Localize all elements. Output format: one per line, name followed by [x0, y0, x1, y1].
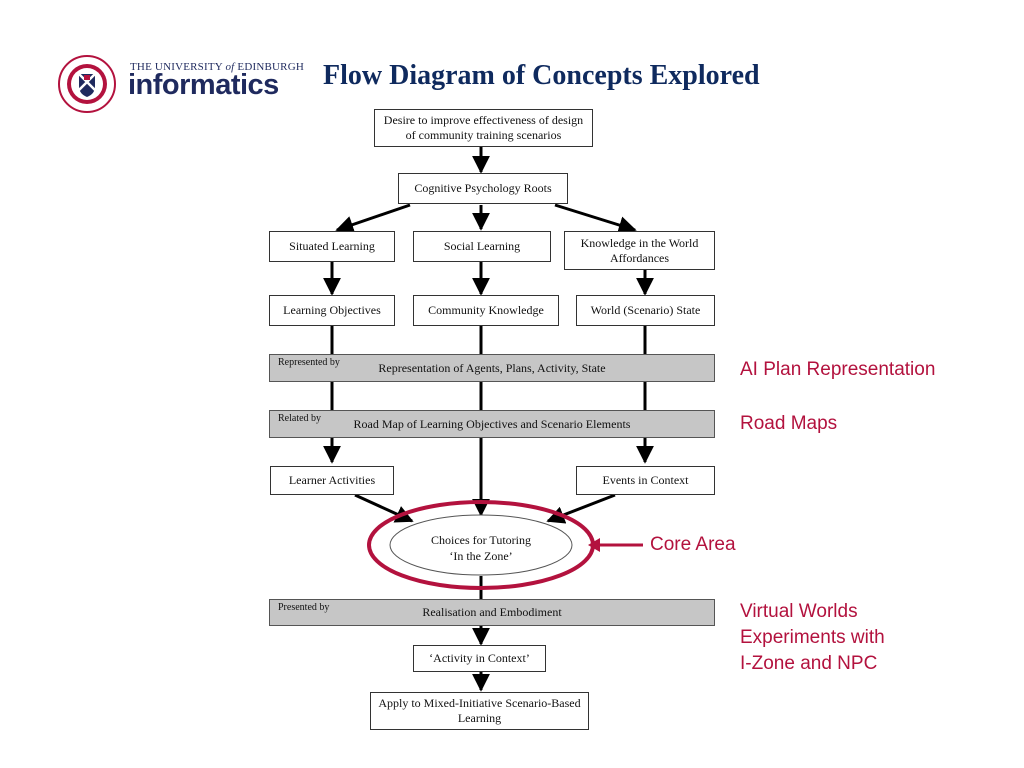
activity-context-box: ‘Activity in Context’ — [413, 645, 546, 672]
annotation-virtual-worlds: Virtual Worlds Experiments with I-Zone a… — [740, 599, 885, 677]
annotation-core-area: Core Area — [650, 534, 736, 555]
choices-tutoring-text: Choices for Tutoring ‘In the Zone’ — [398, 532, 564, 564]
band-represented-by-label: Represented by — [278, 357, 340, 368]
arrow-events-choices — [546, 493, 616, 524]
apply-box: Apply to Mixed-Initiative Scenario-Based… — [370, 692, 589, 730]
community-knowledge-box: Community Knowledge — [413, 295, 559, 326]
band-related-by: Related by Road Map of Learning Objectiv… — [269, 410, 715, 438]
band-presented-by-label: Presented by — [278, 602, 330, 613]
band-related-by-label: Related by — [278, 413, 322, 424]
annotation-virtual-line-1: Virtual Worlds — [740, 601, 858, 622]
start-box: Desire to improve effectiveness of desig… — [374, 109, 593, 147]
page-title: Flow Diagram of Concepts Explored — [323, 60, 760, 91]
social-learning-box: Social Learning — [413, 231, 551, 262]
roots-box: Cognitive Psychology Roots — [398, 173, 568, 204]
annotation-virtual-line-2: Experiments with — [740, 627, 885, 648]
band-presented-by-text: Realisation and Embodiment — [422, 605, 562, 619]
arrow-learner-choices — [354, 493, 414, 523]
choices-line-1: Choices for Tutoring — [430, 533, 531, 547]
band-presented-by: Presented by Realisation and Embodiment — [269, 599, 715, 626]
university-crest-icon — [58, 55, 116, 113]
band-represented-by: Represented by Representation of Agents,… — [269, 354, 715, 382]
university-name: THE UNIVERSITY of EDINBURGH — [130, 61, 304, 73]
arrow-roots-knowledge — [554, 203, 637, 234]
brand-wordmark: informatics — [128, 69, 279, 101]
learner-activities-box: Learner Activities — [270, 466, 394, 495]
annotation-road-maps: Road Maps — [740, 413, 838, 434]
band-represented-by-text: Representation of Agents, Plans, Activit… — [378, 360, 606, 375]
annotation-ai-plan: AI Plan Representation — [740, 359, 936, 380]
situated-learning-box: Situated Learning — [269, 231, 395, 262]
band-related-by-text: Road Map of Learning Objectives and Scen… — [353, 416, 631, 431]
world-state-box: World (Scenario) State — [576, 295, 715, 326]
choices-line-2: ‘In the Zone’ — [449, 549, 513, 563]
events-context-box: Events in Context — [576, 466, 715, 495]
arrow-roots-situated — [335, 203, 411, 234]
knowledge-world-box: Knowledge in the World Affordances — [564, 231, 715, 270]
university-logo: THE UNIVERSITY of EDINBURGH informatics — [58, 55, 304, 113]
annotation-virtual-line-3: I-Zone and NPC — [740, 653, 878, 674]
learning-objectives-box: Learning Objectives — [269, 295, 395, 326]
core-area-pointer-head — [588, 538, 600, 552]
choices-ellipse — [389, 514, 573, 576]
